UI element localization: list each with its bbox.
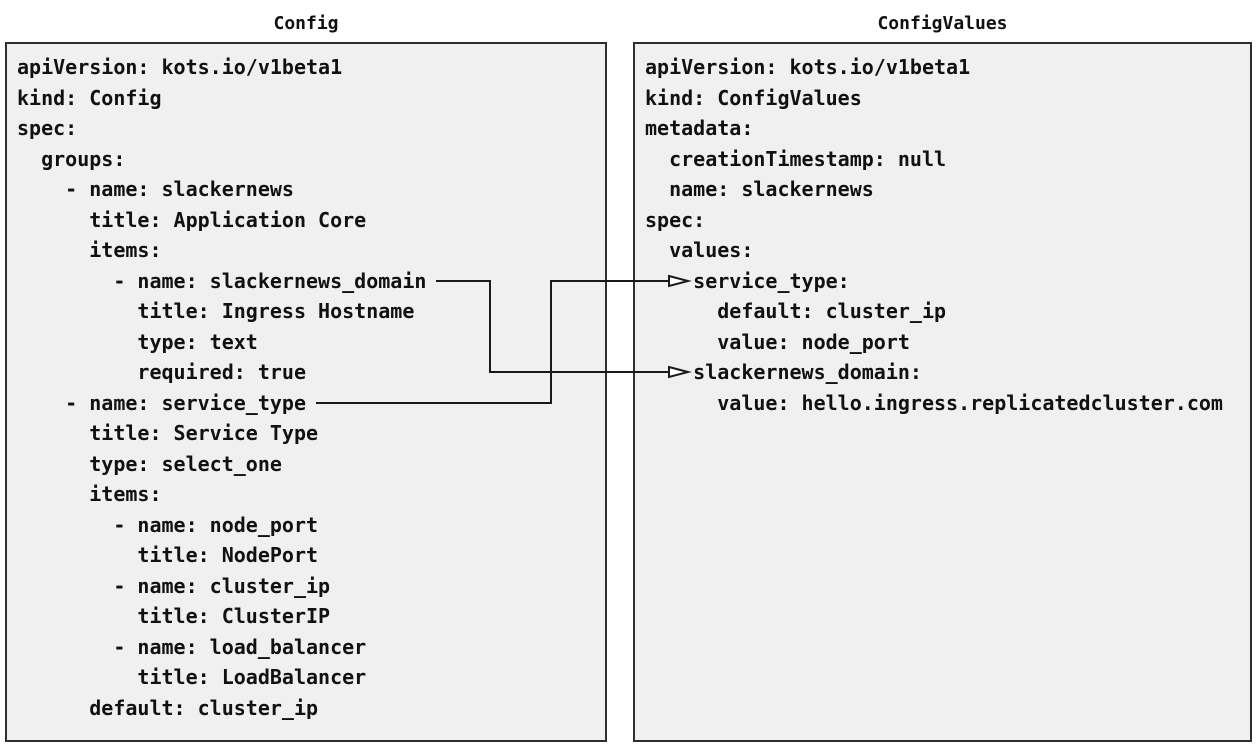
yaml-line: apiVersion: kots.io/v1beta1	[17, 55, 343, 79]
yaml-line: kind: ConfigValues	[645, 85, 862, 110]
yaml-line: title: LoadBalancer	[17, 665, 367, 689]
yaml-line: type: text	[17, 329, 258, 354]
yaml-line: apiVersion: kots.io/v1beta1	[645, 55, 971, 79]
yaml-line: spec:	[645, 207, 706, 232]
config-panel: apiVersion: kots.io/v1beta1 kind: Config…	[5, 42, 607, 742]
yaml-line: required: true	[17, 360, 306, 384]
yaml-line: name: slackernews	[645, 177, 874, 201]
yaml-line: title: Service Type	[17, 421, 319, 445]
yaml-line: value: node_port	[645, 329, 910, 354]
yaml-line: spec:	[17, 116, 78, 140]
yaml-line: items:	[17, 238, 162, 262]
yaml-line: kind: Config	[17, 85, 162, 110]
yaml-line: value: hello.ingress.replicatedcluster.c…	[645, 390, 1223, 415]
yaml-line-slackernews-domain-value: slackernews_domain:	[645, 360, 922, 384]
yaml-line: groups:	[17, 146, 126, 171]
yaml-line: title: NodePort	[17, 543, 319, 567]
yaml-line-service-type: - name: service_type	[17, 390, 306, 415]
yaml-line: default: cluster_ip	[17, 695, 319, 720]
yaml-line-service-type-value: service_type:	[645, 268, 850, 293]
yaml-line: - name: node_port	[17, 512, 319, 537]
config-panel-title: Config	[273, 13, 339, 34]
yaml-line: title: Ingress Hostname	[17, 299, 415, 323]
yaml-line: values:	[645, 238, 754, 262]
yaml-line: default: cluster_ip	[645, 299, 947, 323]
yaml-line: - name: load_balancer	[17, 634, 367, 659]
yaml-line: title: Application Core	[17, 207, 367, 232]
yaml-line: creationTimestamp: null	[645, 146, 947, 171]
yaml-line-slackernews-domain: - name: slackernews_domain	[17, 268, 427, 293]
yaml-line: - name: slackernews	[17, 177, 294, 201]
yaml-line: type: select_one	[17, 451, 282, 476]
yaml-line: title: ClusterIP	[17, 604, 331, 628]
configvalues-panel-title: ConfigValues	[877, 13, 1008, 34]
yaml-line: items:	[17, 482, 162, 506]
yaml-line: metadata:	[645, 116, 754, 140]
yaml-line: - name: cluster_ip	[17, 573, 331, 598]
configvalues-panel: apiVersion: kots.io/v1beta1 kind: Config…	[633, 42, 1252, 742]
